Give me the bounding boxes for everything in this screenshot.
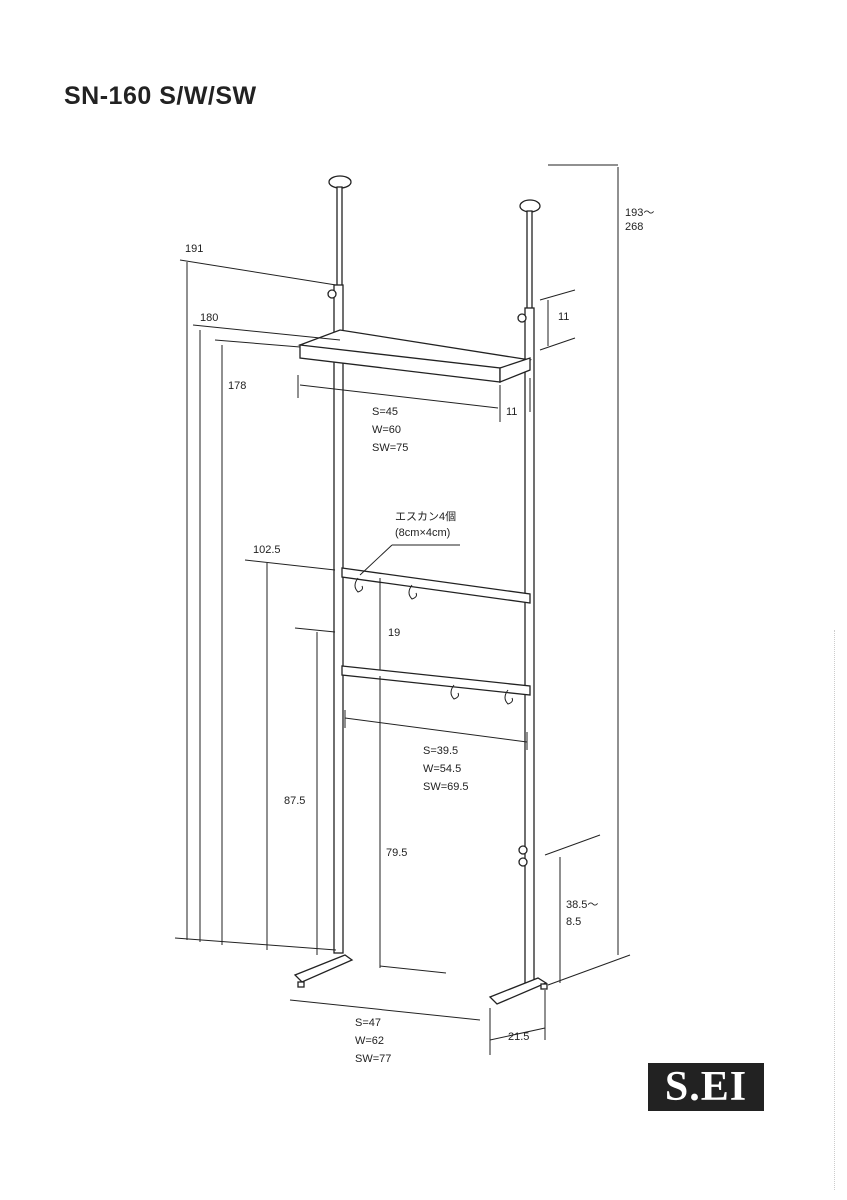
shelf-depth-label: 11 xyxy=(506,406,517,418)
sei-logo: S.EI xyxy=(648,1063,764,1111)
base-width-w: W=62 xyxy=(355,1035,384,1047)
rod-gap-label: 19 xyxy=(388,627,400,639)
height-102-5-label: 102.5 xyxy=(253,544,281,556)
shelf-width-s: S=45 xyxy=(372,406,398,418)
height-range-max-label: 268 xyxy=(625,221,643,233)
base-width-s: S=47 xyxy=(355,1017,381,1029)
shelf-width-sw: SW=75 xyxy=(372,442,408,454)
hook-size-label: (8cm×4cm) xyxy=(395,527,450,539)
lower-hanging-rod xyxy=(341,665,531,705)
height-79-5-label: 79.5 xyxy=(386,847,407,859)
dimension-lines xyxy=(174,164,631,1055)
height-87-5-label: 87.5 xyxy=(284,795,305,807)
left-foot xyxy=(293,954,354,988)
adjust-range-label: 38.5～ xyxy=(566,899,598,911)
shelf-width-w: W=60 xyxy=(372,424,401,436)
page-edge-divider xyxy=(834,630,836,1190)
top-shelf xyxy=(297,329,533,383)
height-range-label: 193～ xyxy=(625,207,654,219)
adjust-range-min-label: 8.5 xyxy=(566,916,581,928)
rod-width-w: W=54.5 xyxy=(423,763,461,775)
base-width-sw: SW=77 xyxy=(355,1053,391,1065)
height-180-label: 180 xyxy=(200,312,218,324)
height-191-label: 191 xyxy=(185,243,203,255)
height-178-label: 178 xyxy=(228,380,246,392)
right-pole xyxy=(517,199,541,984)
rod-width-sw: SW=69.5 xyxy=(423,781,469,793)
hook-note-label: エスカン4個 xyxy=(395,510,456,523)
rod-width-s: S=39.5 xyxy=(423,745,458,757)
base-depth-label: 21.5 xyxy=(508,1031,529,1043)
right-foot xyxy=(488,977,548,1005)
shelf-gap-label: 11 xyxy=(558,311,569,323)
upper-hanging-rod xyxy=(341,567,531,604)
left-pole xyxy=(327,175,352,954)
product-title: SN-160 S/W/SW xyxy=(64,82,257,110)
